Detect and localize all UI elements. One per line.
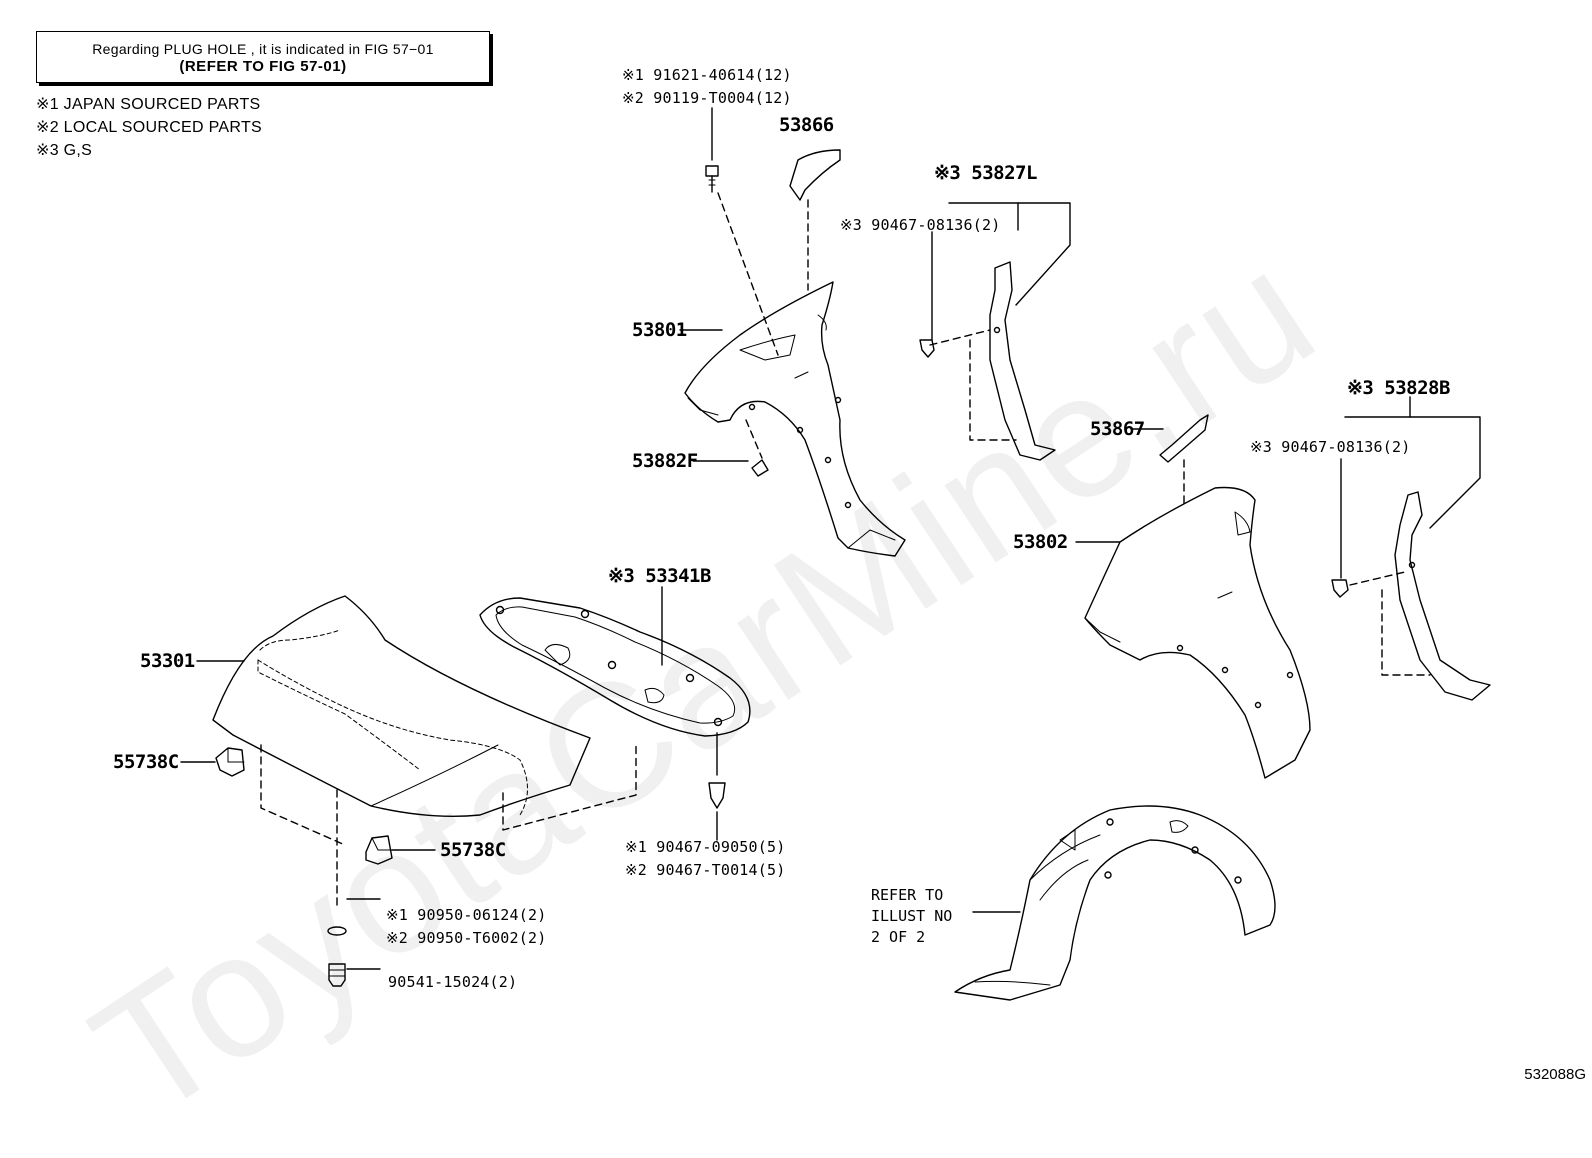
part-label-53828b: ※3 53828B	[1347, 377, 1450, 399]
part-label-53866: 53866	[779, 114, 834, 136]
legend-item-gs: ※3 G,S	[36, 142, 93, 159]
grommet-cushion	[327, 926, 347, 987]
fastener-label-clip-left: ※3 90467-08136(2)	[840, 216, 1001, 234]
part-label-55738c-bottom: 55738C	[440, 839, 506, 861]
fastener-label-bolt-1: ※1 91621-40614(12)	[622, 66, 792, 84]
figure-id: 532088G	[1524, 1066, 1586, 1083]
plug-hole-note: Regarding PLUG HOLE , it is indicated in…	[36, 31, 490, 83]
parts-diagram	[180, 107, 1491, 1001]
refer-note: REFER TO ILLUST NO 2 OF 2	[871, 885, 952, 948]
fender-seal-53866	[789, 149, 841, 201]
refer-line-1: REFER TO	[871, 886, 944, 904]
part-label-53301: 53301	[140, 650, 195, 672]
part-label-53801: 53801	[632, 319, 687, 341]
part-label-53882f: 53882F	[632, 450, 698, 472]
hood-clip-90467	[708, 782, 726, 809]
refer-line-3: 2 OF 2	[871, 928, 926, 946]
fender-53801	[684, 281, 906, 557]
hood-53301	[212, 595, 591, 818]
part-label-53341b: ※3 53341B	[608, 565, 711, 587]
note-line-2: (REFER TO FIG 57-01)	[179, 58, 347, 75]
note-line-1: Regarding PLUG HOLE , it is indicated in…	[92, 41, 434, 57]
fastener-label-bolt-2: ※2 90119-T0004(12)	[622, 89, 792, 107]
leader-lines	[180, 107, 1481, 970]
legend-item-japan: ※1 JAPAN SOURCED PARTS	[36, 96, 261, 113]
fender-seal-53827l	[919, 261, 1056, 461]
bolt-91621	[705, 165, 719, 193]
hood-clip-55738c	[215, 747, 393, 865]
part-label-53802: 53802	[1013, 531, 1068, 553]
fastener-label-hood-clip-1: ※1 90467-09050(5)	[625, 838, 786, 856]
legend-item-local: ※2 LOCAL SOURCED PARTS	[36, 119, 262, 136]
dashed-lines	[260, 192, 1431, 911]
seal-53882f	[751, 459, 769, 477]
refer-line-2: ILLUST NO	[871, 907, 953, 925]
fastener-label-cushion: 90541-15024(2)	[388, 973, 518, 991]
fastener-label-grommet-2: ※2 90950-T6002(2)	[386, 929, 547, 947]
fastener-label-grommet-1: ※1 90950-06124(2)	[386, 906, 547, 924]
hood-insulator-53341b	[479, 597, 751, 737]
part-label-53867: 53867	[1090, 418, 1145, 440]
part-label-53827l: ※3 53827L	[934, 162, 1037, 184]
fastener-label-clip-right: ※3 90467-08136(2)	[1250, 438, 1411, 456]
fender-seal-53867	[1159, 414, 1209, 463]
fender-53802	[1084, 486, 1311, 779]
part-label-55738c-left: 55738C	[113, 751, 179, 773]
fender-liner	[954, 805, 1276, 1001]
fender-seal-53828b	[1331, 491, 1491, 701]
fastener-label-hood-clip-2: ※2 90467-T0014(5)	[625, 861, 786, 879]
